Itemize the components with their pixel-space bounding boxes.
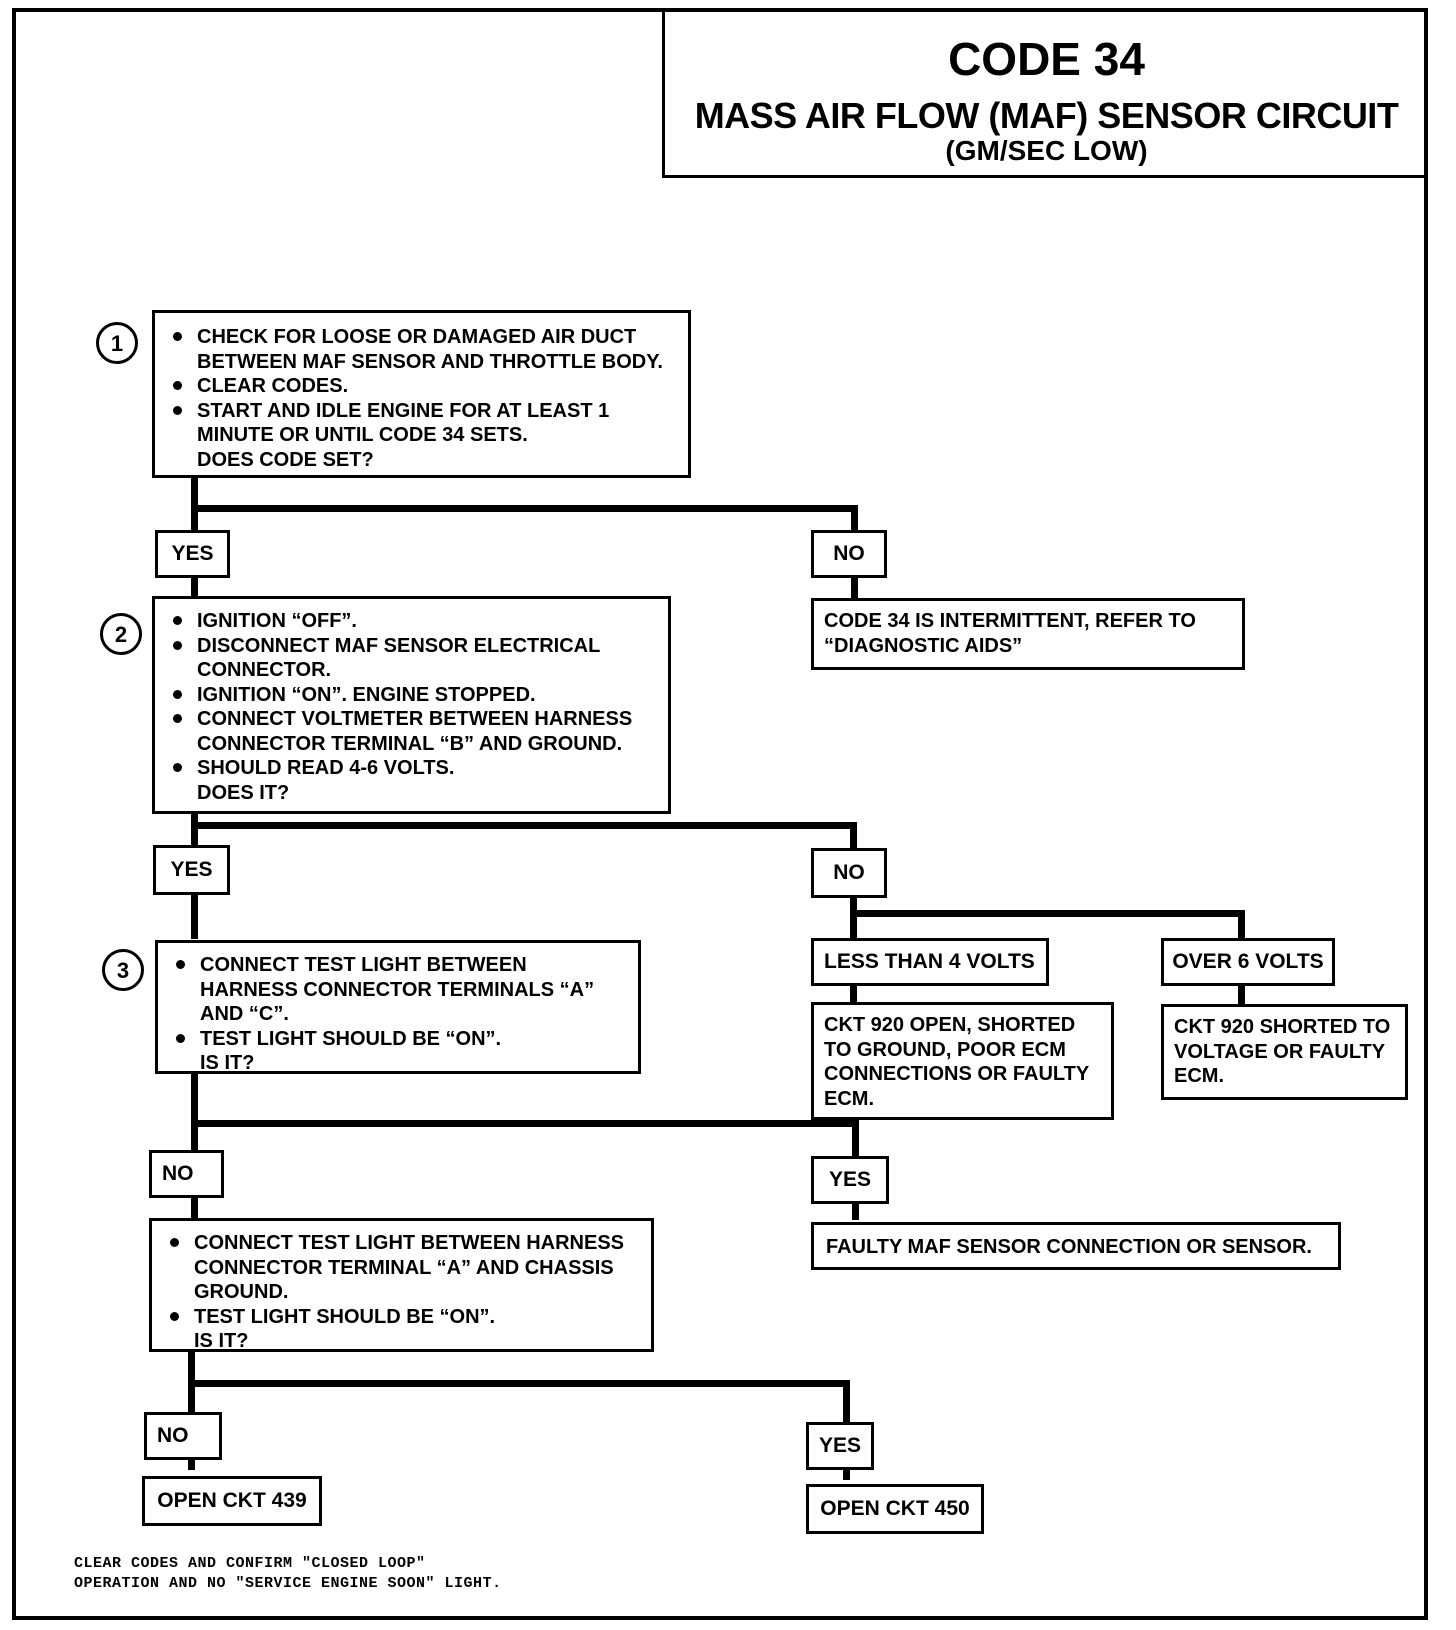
footnote-line-2: OPERATION AND NO "SERVICE ENGINE SOON" L…: [74, 1575, 502, 1592]
step-2-bullet: SHOULD READ 4-6 VOLTS.: [163, 756, 658, 781]
step-1-bullet: START AND IDLE ENGINE FOR AT LEAST 1 MIN…: [163, 399, 678, 448]
connector: [1238, 984, 1245, 1004]
step-1-box: CHECK FOR LOOSE OR DAMAGED AIR DUCT BETW…: [152, 310, 691, 478]
step-3-question: IS IT?: [200, 1052, 255, 1074]
step-3-bullet: TEST LIGHT SHOULD BE “ON”.: [166, 1027, 628, 1052]
step-2-bullet: CONNECT VOLTMETER BETWEEN HARNESS CONNEC…: [163, 707, 658, 756]
step-1-bullet: CLEAR CODES.: [163, 374, 678, 399]
step-4-question: IS IT?: [194, 1330, 249, 1352]
connector: [1238, 910, 1245, 940]
connector: [191, 1072, 198, 1222]
connector: [188, 1380, 850, 1387]
connector: [191, 1120, 859, 1127]
step-4-bullet: TEST LIGHT SHOULD BE “ON”.: [160, 1305, 641, 1330]
step-1-bullet: CHECK FOR LOOSE OR DAMAGED AIR DUCT BETW…: [163, 325, 678, 374]
connector: [188, 1350, 195, 1470]
step-number-3: 3: [102, 949, 144, 991]
step-2-question: DOES IT?: [197, 781, 290, 804]
over-6-volts-label: OVER 6 VOLTS: [1161, 938, 1335, 986]
intermittent-result-box: CODE 34 IS INTERMITTENT, REFER TO “DIAGN…: [811, 598, 1245, 670]
step-2-bullet: IGNITION “OFF”.: [163, 609, 658, 634]
step-2-bullet: IGNITION “ON”. ENGINE STOPPED.: [163, 683, 658, 708]
step-number-1: 1: [96, 322, 138, 364]
step-4-no-label: NO: [144, 1412, 222, 1460]
open-ckt-450-result: OPEN CKT 450: [806, 1484, 984, 1534]
step-4-yes-label: YES: [806, 1422, 874, 1470]
faulty-maf-result-box: FAULTY MAF SENSOR CONNECTION OR SENSOR.: [811, 1222, 1341, 1270]
circuit-subtitle: (GM/SEC LOW): [945, 135, 1148, 166]
step-2-yes-label: YES: [153, 845, 230, 895]
page-frame: [12, 8, 1428, 1620]
step-1-yes-label: YES: [155, 530, 230, 578]
step-3-no-label: NO: [149, 1150, 224, 1198]
circuit-title: MASS AIR FLOW (MAF) SENSOR CIRCUIT: [694, 95, 1399, 136]
ckt920-short-result-box: CKT 920 SHORTED TO VOLTAGE OR FAULTY ECM…: [1161, 1004, 1408, 1100]
open-ckt-439-result: OPEN CKT 439: [142, 1476, 322, 1526]
step-3-yes-label: YES: [811, 1156, 889, 1204]
step-4-box: CONNECT TEST LIGHT BETWEEN HARNESS CONNE…: [149, 1218, 654, 1352]
ckt920-open-result-box: CKT 920 OPEN, SHORTED TO GROUND, POOR EC…: [811, 1002, 1114, 1120]
footnote: CLEAR CODES AND CONFIRM "CLOSED LOOP" OP…: [74, 1554, 502, 1594]
connector: [191, 505, 858, 512]
step-number-2: 2: [100, 613, 142, 655]
step-2-bullet: DISCONNECT MAF SENSOR ELECTRICAL CONNECT…: [163, 634, 658, 683]
footnote-line-1: CLEAR CODES AND CONFIRM "CLOSED LOOP": [74, 1555, 426, 1572]
step-2-box: IGNITION “OFF”. DISCONNECT MAF SENSOR EL…: [152, 596, 671, 814]
step-2-no-label: NO: [811, 848, 887, 898]
step-4-bullet: CONNECT TEST LIGHT BETWEEN HARNESS CONNE…: [160, 1231, 641, 1305]
code-title: CODE 34: [948, 33, 1145, 85]
connector: [191, 822, 857, 829]
step-1-question: DOES CODE SET?: [197, 448, 374, 471]
step-3-box: CONNECT TEST LIGHT BETWEEN HARNESS CONNE…: [155, 940, 641, 1074]
connector: [850, 984, 857, 1004]
step-3-bullet: CONNECT TEST LIGHT BETWEEN HARNESS CONNE…: [166, 953, 628, 1027]
less-than-4-volts-label: LESS THAN 4 VOLTS: [811, 938, 1049, 986]
step-1-no-label: NO: [811, 530, 887, 578]
connector: [850, 910, 1245, 917]
title-block: CODE 34 MASS AIR FLOW (MAF) SENSOR CIRCU…: [662, 8, 1428, 178]
